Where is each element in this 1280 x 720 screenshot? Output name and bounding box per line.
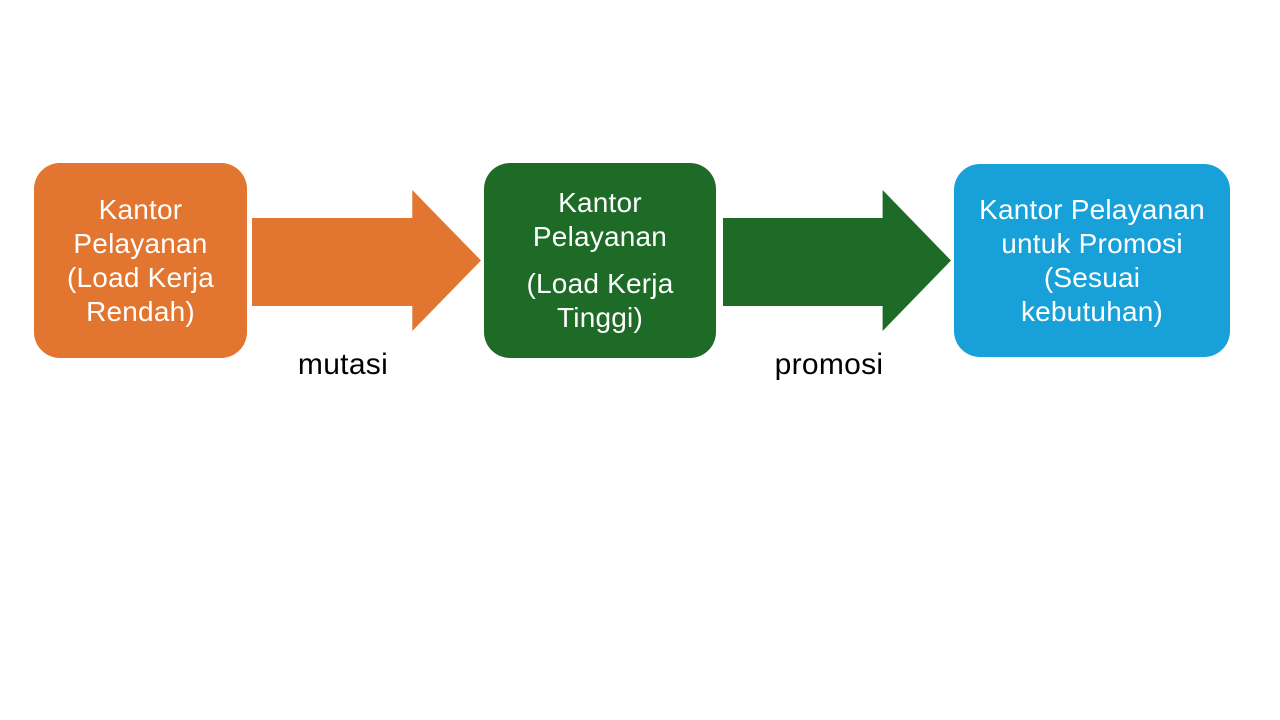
box1-line-4: Rendah) — [86, 295, 195, 327]
box3-line-2: untuk Promosi — [1001, 227, 1183, 259]
box-kantor-pelayanan-untuk-promosi: Kantor Pelayanan untuk Promosi (Sesuai k… — [954, 164, 1230, 357]
box2-paragraph-2: (Load Kerja Tinggi) — [527, 267, 674, 335]
box-kantor-pelayanan-load-kerja-rendah: Kantor Pelayanan (Load Kerja Rendah) — [34, 163, 247, 358]
box1-line-1: Kantor — [98, 193, 183, 225]
box3-line-3: (Sesuai — [1043, 261, 1141, 293]
box1-line-2: Pelayanan — [73, 227, 208, 259]
box2-line-2: Pelayanan — [532, 221, 668, 252]
promosi-arrow — [723, 190, 951, 331]
box2-line-4: Tinggi) — [557, 302, 643, 333]
box2-paragraph-1: Kantor Pelayanan — [533, 186, 667, 254]
box2-line-1: Kantor — [558, 187, 642, 218]
box2-line-3: (Load Kerja — [526, 268, 674, 299]
mutasi-label: mutasi — [297, 348, 389, 381]
box-kantor-pelayanan-load-kerja-tinggi: Kantor Pelayanan (Load Kerja Tinggi) — [484, 163, 716, 358]
promosi-label: promosi — [774, 348, 884, 381]
box1-line-3: (Load Kerja — [67, 261, 214, 293]
box3-line-1: Kantor Pelayanan — [979, 193, 1205, 225]
box3-line-4: kebutuhan) — [1020, 295, 1164, 327]
mutasi-arrow — [252, 190, 481, 331]
